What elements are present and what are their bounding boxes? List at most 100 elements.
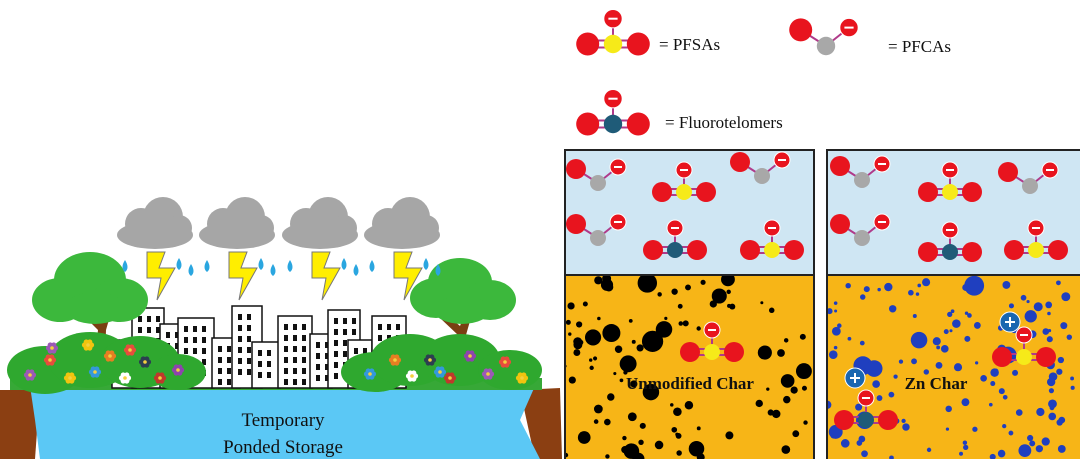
pore xyxy=(640,423,646,429)
anion-icon xyxy=(1016,327,1032,343)
pore xyxy=(858,436,865,443)
pore xyxy=(604,419,611,426)
pore xyxy=(927,448,931,452)
pore xyxy=(872,380,880,388)
pore xyxy=(936,362,943,369)
pore xyxy=(594,419,599,424)
pore xyxy=(615,346,622,353)
pore xyxy=(841,439,850,448)
pore xyxy=(1070,377,1074,381)
pore xyxy=(963,445,968,450)
pore xyxy=(673,407,682,416)
legend-pfsas-label: = PFSAs xyxy=(659,35,720,54)
pore xyxy=(629,319,633,323)
pore xyxy=(860,341,865,346)
pore xyxy=(1047,336,1053,342)
pore xyxy=(888,392,894,398)
anion-icon xyxy=(610,214,626,230)
pore xyxy=(792,430,799,437)
pore xyxy=(990,368,998,376)
pore xyxy=(676,450,681,455)
pore xyxy=(696,326,700,330)
pore xyxy=(803,420,807,424)
pore xyxy=(697,426,701,430)
pore xyxy=(758,346,772,360)
pore xyxy=(860,294,865,299)
pore xyxy=(655,441,664,450)
pore xyxy=(877,395,883,401)
anion-icon xyxy=(840,18,858,36)
pore xyxy=(567,302,574,309)
pore xyxy=(889,305,896,312)
pore xyxy=(594,405,603,414)
pore xyxy=(638,440,643,445)
pore xyxy=(769,308,775,314)
pore xyxy=(866,360,883,377)
pore xyxy=(1027,435,1033,441)
pore xyxy=(917,284,921,288)
pore xyxy=(1048,413,1056,421)
anion-icon xyxy=(704,322,720,338)
pore xyxy=(1026,300,1029,303)
pore xyxy=(989,403,993,407)
anion-icon xyxy=(676,162,692,178)
building xyxy=(278,316,312,388)
pore xyxy=(566,320,571,325)
pore xyxy=(664,317,667,320)
legend-pfcas-label: = PFCAs xyxy=(888,37,951,56)
pore xyxy=(689,441,705,457)
anion-icon xyxy=(1042,162,1058,178)
pore xyxy=(947,312,952,317)
pore xyxy=(829,350,838,359)
pore xyxy=(848,337,852,341)
anion-icon xyxy=(874,214,890,230)
pore xyxy=(954,363,962,371)
raindrop-icon xyxy=(354,264,359,276)
pore xyxy=(945,406,951,412)
pore xyxy=(593,356,597,360)
pore xyxy=(569,376,576,383)
pore xyxy=(936,346,940,350)
pore xyxy=(800,334,806,340)
raindrop-icon xyxy=(205,260,210,272)
pore xyxy=(834,346,838,350)
pore xyxy=(884,283,892,291)
pore xyxy=(1047,312,1051,316)
pore xyxy=(568,332,571,335)
pore xyxy=(1048,399,1057,408)
pore xyxy=(1042,437,1050,445)
pore xyxy=(701,280,706,285)
pore xyxy=(1042,328,1049,335)
pore xyxy=(1012,370,1018,376)
lightning-icon xyxy=(229,252,257,300)
pore xyxy=(902,423,909,430)
pore xyxy=(961,398,969,406)
pore xyxy=(1060,322,1067,329)
pore xyxy=(781,374,795,388)
pore xyxy=(999,388,1005,394)
cation-icon xyxy=(1000,312,1020,332)
pore xyxy=(963,441,967,445)
pore xyxy=(777,349,785,357)
pore xyxy=(913,314,917,318)
pore xyxy=(622,436,626,440)
pore xyxy=(656,321,673,338)
pore xyxy=(944,329,949,334)
pore xyxy=(602,324,620,342)
pore xyxy=(962,284,969,291)
pore xyxy=(980,375,987,382)
pore xyxy=(585,329,601,345)
anion-icon xyxy=(604,10,622,28)
pore xyxy=(678,304,683,309)
pore xyxy=(772,410,780,418)
pore xyxy=(946,428,949,431)
pore xyxy=(726,290,730,294)
pore xyxy=(620,355,637,372)
pore xyxy=(781,445,790,454)
pore xyxy=(1047,378,1055,386)
pore xyxy=(796,363,812,379)
legend-fluorotelomer-molecule xyxy=(576,90,650,136)
raindrop-icon xyxy=(370,260,375,272)
pore xyxy=(949,329,952,332)
